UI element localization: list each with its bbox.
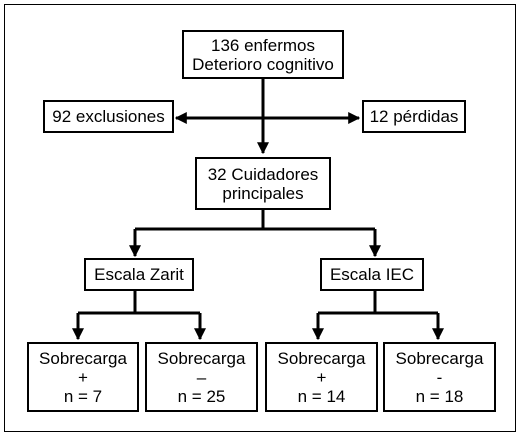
- zarit-overload-negative-box: Sobrecarga – n = 25: [145, 342, 258, 412]
- overload-count: n = 18: [415, 386, 464, 406]
- overload-sign: +: [78, 367, 88, 387]
- overload-sign: –: [196, 367, 207, 387]
- caregivers-count: 32 Cuidadores: [207, 164, 319, 184]
- losses-box: 12 pérdidas: [362, 100, 466, 133]
- overload-label: Sobrecarga: [277, 348, 366, 368]
- overload-sign: +: [316, 367, 327, 387]
- overload-label: Sobrecarga: [157, 348, 246, 368]
- caregivers-type: principales: [222, 183, 304, 203]
- overload-count: n = 14: [297, 386, 346, 406]
- figure-frame: [4, 4, 516, 432]
- exclusions-label: 92 exclusiones: [52, 107, 165, 126]
- iec-scale-box: Escala IEC: [320, 258, 424, 291]
- iec-overload-positive-box: Sobrecarga + n = 14: [265, 342, 378, 412]
- zarit-overload-positive-box: Sobrecarga + n = 7: [27, 342, 139, 412]
- patients-box: 136 enfermos Deterioro cognitivo: [182, 30, 344, 79]
- patients-count: 136 enfermos: [211, 35, 315, 55]
- overload-sign: -: [436, 367, 443, 387]
- iec-overload-negative-box: Sobrecarga - n = 18: [383, 342, 496, 412]
- overload-label: Sobrecarga: [39, 348, 127, 368]
- caregivers-box: 32 Cuidadores principales: [195, 157, 331, 210]
- exclusions-box: 92 exclusiones: [43, 100, 174, 133]
- overload-count: n = 7: [63, 386, 103, 406]
- zarit-scale-label: Escala Zarit: [94, 265, 184, 284]
- overload-count: n = 25: [177, 386, 226, 406]
- zarit-scale-box: Escala Zarit: [84, 258, 194, 291]
- iec-scale-label: Escala IEC: [329, 265, 415, 284]
- losses-label: 12 pérdidas: [369, 107, 459, 126]
- patients-condition: Deterioro cognitivo: [192, 54, 334, 74]
- overload-label: Sobrecarga: [395, 348, 484, 368]
